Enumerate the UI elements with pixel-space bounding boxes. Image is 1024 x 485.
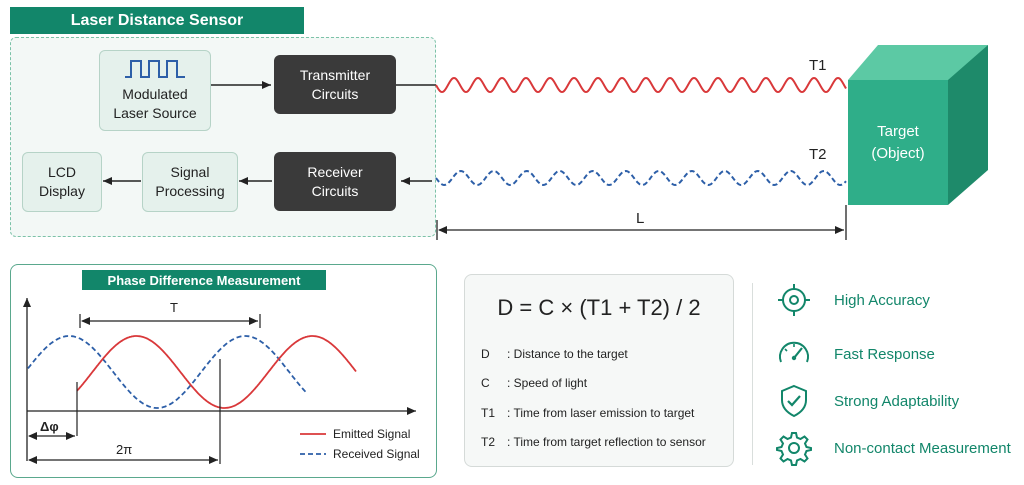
sensor-title: Laser Distance Sensor [10,7,304,34]
emitted-wave [435,76,847,94]
phase-emitted-curve [76,335,357,409]
distance-label: L [636,210,645,227]
definition-text: : Speed of light [507,376,588,390]
feature-non-contact: Non-contact Measurement [776,430,1011,466]
definition-symbol: C [481,376,490,390]
lcd-display-block: LCD Display [22,152,102,212]
period-label: T [170,300,178,315]
beam-diagram [103,45,988,240]
definition-row: T2 : Time from target reflection to sens… [481,435,706,449]
phase-title-text: Phase Difference Measurement [107,272,301,288]
legend-emitted-label: Emitted Signal [333,427,411,441]
definition-text: : Distance to the target [507,347,628,361]
signal-processing-block: Signal Processing [142,152,238,212]
target-cube-side [948,45,988,205]
formula-panel: D = C × (T1 + T2) / 2 D : Distance to th… [464,274,734,467]
feature-label: Fast Response [834,345,935,363]
square-wave-icon [125,60,185,78]
features-divider [752,283,753,465]
feature-strong-adaptability: Strong Adaptability [776,383,959,419]
sensor-title-text: Laser Distance Sensor [70,11,244,29]
definition-symbol: T2 [481,435,496,449]
delta-phi-label: Δφ [40,419,59,434]
receiver-circuits-label: Receiver Circuits [307,163,363,199]
target-cube-front [848,80,948,205]
target-label: Target (Object) [871,123,925,162]
phase-title: Phase Difference Measurement [82,270,326,290]
t1-label: T1 [809,57,827,74]
shield-check-icon [781,384,807,418]
definition-row: D : Distance to the target [481,347,628,361]
t2-label: T2 [809,146,827,163]
distance-formula: D = C × (T1 + T2) / 2 [497,295,701,320]
gear-icon [776,432,812,466]
lcd-display-label: LCD Display [39,164,85,199]
feature-high-accuracy: High Accuracy [776,282,930,318]
legend-received-label: Received Signal [333,447,420,461]
transmitter-circuits-block: Transmitter Circuits [274,55,396,114]
transmitter-circuits-label: Transmitter Circuits [299,66,371,102]
definition-row: T1 : Time from laser emission to target [481,406,694,420]
feature-label: Non-contact Measurement [834,439,1011,457]
phase-panel [10,264,437,478]
definition-text: : Time from laser emission to target [507,406,695,420]
receiver-circuits-block: Receiver Circuits [274,152,396,211]
definition-symbol: D [481,347,490,361]
phase-chart [23,298,416,464]
signal-processing-label: Signal Processing [155,164,225,199]
received-wave [435,169,847,187]
feature-label: Strong Adaptability [834,392,960,410]
phase-received-curve [27,335,307,409]
feature-label: High Accuracy [834,291,930,309]
modulated-laser-source-block: Modulated Laser Source [99,50,211,131]
modulated-laser-source-label: Modulated Laser Source [113,86,197,121]
feature-fast-response: Fast Response [776,336,935,372]
speedometer-icon [779,341,809,363]
two-pi-label: 2π [116,442,133,457]
definition-text: : Time from target reflection to sensor [507,435,706,449]
crosshair-icon [778,284,810,316]
definition-row: C : Speed of light [481,376,587,390]
definition-symbol: T1 [481,406,496,420]
target-cube-top [848,45,988,80]
